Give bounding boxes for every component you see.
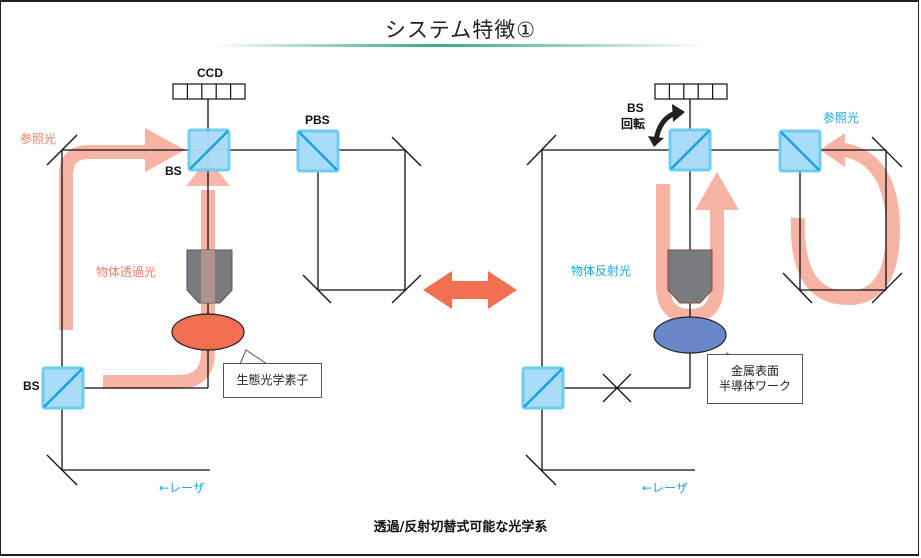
mirror-bottom-left-right bbox=[525, 454, 557, 486]
reference-beam-left bbox=[59, 145, 155, 330]
beam-through-objective-left bbox=[201, 250, 215, 303]
objective-lens-right bbox=[667, 249, 713, 304]
reference-beam-loop-right bbox=[790, 143, 901, 306]
ccd-sensor-right bbox=[654, 83, 728, 100]
figure-caption: 透過/反射切替式可能な光学系 bbox=[373, 520, 548, 535]
sample-callout-right-line2: 半導体ワーク bbox=[718, 379, 791, 393]
blocked-path-x-icon bbox=[602, 373, 632, 403]
sample-biological-element bbox=[171, 313, 245, 351]
mirror-top-left bbox=[46, 134, 78, 166]
objective-lens-left bbox=[186, 249, 233, 304]
bs-rotation-label-line1: BS bbox=[627, 101, 644, 115]
beam-paths-right bbox=[541, 99, 887, 471]
bs-top-label-left: BS bbox=[165, 164, 182, 178]
mirror-loop-top-right-right bbox=[871, 136, 903, 168]
mirror-loop-bottom-left bbox=[302, 274, 332, 304]
ccd-label-left: CCD bbox=[197, 66, 223, 80]
beam-splitter-bottom-right bbox=[521, 366, 565, 410]
beam-splitter-top-left bbox=[187, 128, 231, 172]
reference-light-label-right: 参照光 bbox=[823, 111, 860, 125]
mirror-loop-bottom-right-right bbox=[871, 272, 903, 304]
object-reflected-light-label: 物体反射光 bbox=[571, 264, 632, 278]
polarizing-beam-splitter-left bbox=[296, 129, 340, 173]
sample-callout-right: 金属表面 半導体ワーク bbox=[707, 354, 803, 404]
beam-splitter-top-right bbox=[668, 128, 712, 172]
mirror-loop-bottom-right bbox=[391, 274, 422, 304]
beam-splitter-bottom-left bbox=[41, 366, 85, 410]
mirror-bottom-left bbox=[46, 454, 78, 486]
mirror-loop-top-right bbox=[391, 136, 422, 167]
bs-bottom-label-left: BS bbox=[23, 379, 40, 393]
mirrors-left bbox=[46, 134, 422, 486]
rotation-arrow-icon bbox=[648, 104, 685, 147]
right-diagram bbox=[521, 83, 903, 486]
pbs-label-left: PBS bbox=[305, 113, 330, 127]
mirrors-right bbox=[525, 134, 903, 486]
mirror-loop-bottom-left-right bbox=[782, 272, 813, 304]
reference-light-label-left: 参照光 bbox=[20, 132, 57, 146]
ccd-sensor-left bbox=[172, 83, 246, 100]
title-underline bbox=[210, 44, 710, 47]
sample-callout-right-line1: 金属表面 bbox=[730, 364, 779, 378]
callout-pointer-left bbox=[239, 349, 269, 365]
sample-metal-semiconductor bbox=[653, 316, 727, 354]
laser-label-right: ←レーザ bbox=[642, 481, 688, 495]
left-diagram bbox=[41, 83, 422, 486]
bs-rotation-label-line2: 回転 bbox=[621, 117, 646, 131]
sample-callout-left: 生態光学素子 bbox=[223, 363, 322, 398]
object-beam-arrowhead-right bbox=[695, 172, 739, 210]
page-title: システム特徴① bbox=[384, 18, 537, 42]
polarizing-beam-splitter-right bbox=[778, 129, 822, 173]
switch-double-arrow bbox=[423, 271, 517, 309]
laser-label-left: ←レーザ bbox=[159, 481, 205, 495]
object-transmitted-light-label: 物体透過光 bbox=[96, 265, 157, 279]
mirror-top-left-right bbox=[526, 134, 557, 166]
